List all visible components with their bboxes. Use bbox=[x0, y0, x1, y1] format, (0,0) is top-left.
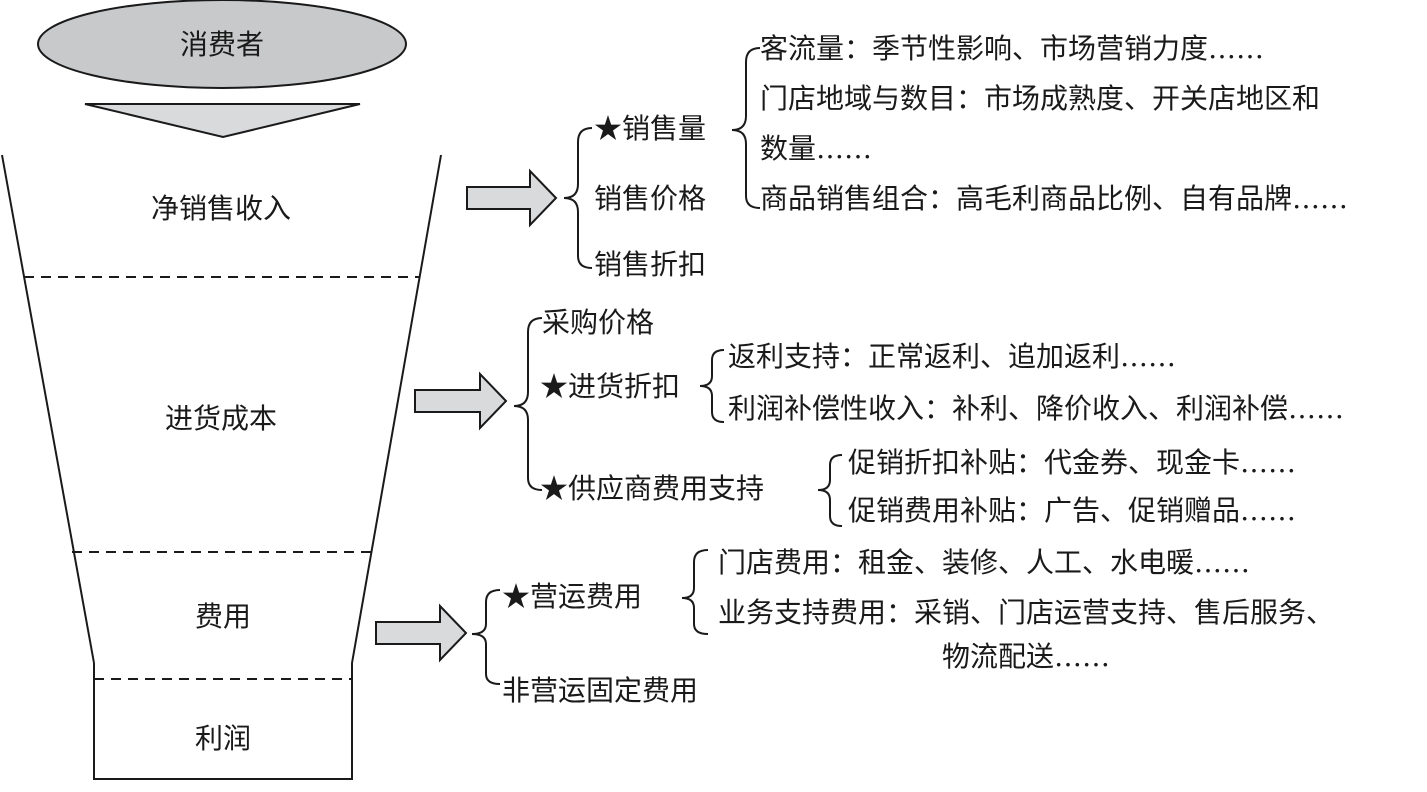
brace-revenue bbox=[563, 127, 593, 269]
supplier-detail: 促销折扣补贴：代金券、现金卡…… bbox=[848, 446, 1297, 479]
layer-purchase-cost-label: 进货成本 bbox=[164, 402, 278, 435]
layer-profit-label: 利润 bbox=[194, 722, 252, 755]
consumer-label: 消费者 bbox=[179, 28, 265, 61]
volume-detail: 门店地域与数目：市场成熟度、开关店地区和 bbox=[760, 82, 1321, 115]
cost-item-purchase-price: 采购价格 bbox=[542, 306, 655, 339]
cost-item-supplier-support: ★供应商费用支持 bbox=[540, 472, 765, 505]
volume-detail: 客流量：季节性影响、市场营销力度…… bbox=[760, 32, 1265, 65]
discount-detail: 利润补偿性收入：补利、降价收入、利润补偿…… bbox=[728, 392, 1345, 425]
brace-volume bbox=[731, 47, 761, 209]
brace-discount bbox=[699, 349, 725, 423]
arrow-right-icon bbox=[375, 603, 468, 663]
discount-detail: 返利支持：正常返利、追加返利…… bbox=[728, 340, 1177, 373]
expense-item-non-operating: 非营运固定费用 bbox=[502, 674, 699, 707]
brace-cost bbox=[513, 317, 543, 491]
down-arrow-icon bbox=[84, 103, 361, 139]
supplier-detail: 促销费用补贴：广告、促销赠品…… bbox=[848, 494, 1297, 527]
cost-item-purchase-discount: ★进货折扣 bbox=[540, 370, 681, 403]
funnel-right-edge bbox=[351, 154, 442, 664]
volume-detail: 数量…… bbox=[760, 132, 873, 165]
layer-expense-label: 费用 bbox=[194, 600, 252, 633]
brace-expense bbox=[471, 589, 501, 685]
operating-detail: 门店费用：租金、装修、人工、水电暖…… bbox=[718, 546, 1251, 579]
revenue-item-volume: ★销售量 bbox=[594, 112, 707, 145]
volume-detail: 商品销售组合：高毛利商品比例、自有品牌…… bbox=[760, 182, 1349, 215]
brace-supplier bbox=[817, 454, 843, 527]
profit-box bbox=[93, 663, 353, 780]
funnel-left-edge bbox=[1, 154, 95, 664]
expense-item-operating: ★营运费用 bbox=[502, 580, 643, 613]
revenue-item-price: 销售价格 bbox=[594, 182, 707, 215]
consumer-ellipse bbox=[37, 0, 407, 89]
arrow-right-icon bbox=[414, 371, 508, 431]
operating-detail: 业务支持费用：采销、门店运营支持、售后服务、 bbox=[718, 596, 1335, 629]
layer-net-sales-label: 净销售收入 bbox=[150, 192, 292, 225]
brace-operating bbox=[681, 549, 709, 635]
arrow-right-icon bbox=[466, 168, 558, 228]
operating-detail: 物流配送…… bbox=[942, 640, 1111, 673]
revenue-item-discount: 销售折扣 bbox=[594, 248, 707, 281]
